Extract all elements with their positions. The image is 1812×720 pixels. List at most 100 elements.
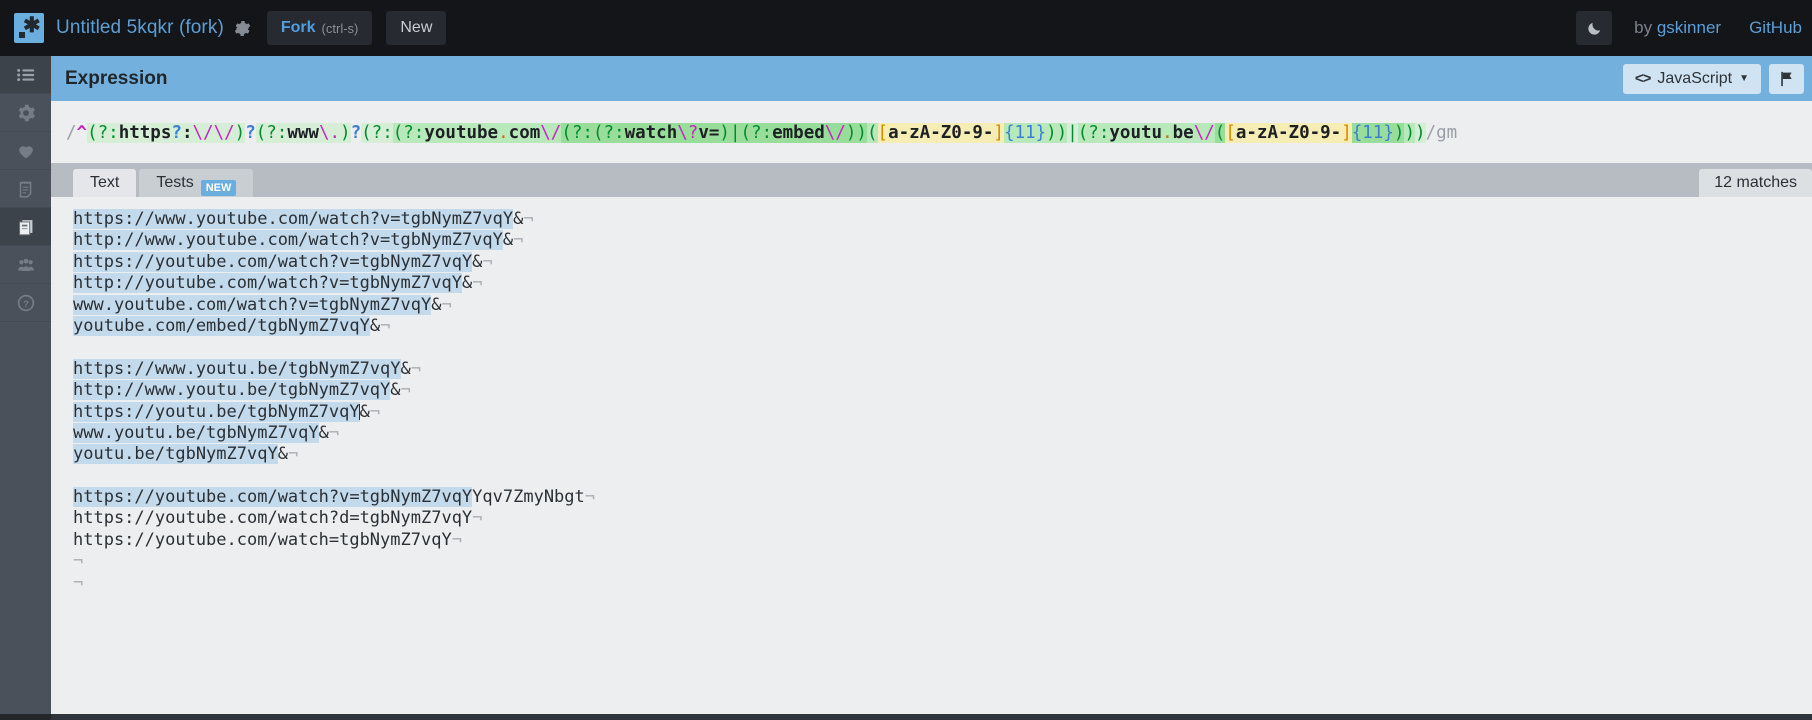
test-text-line[interactable]: http://www.youtu.be/tgbNymZ7vqY&¬: [73, 380, 595, 401]
regex-token-3: https: [118, 123, 172, 143]
unmatched-text: &: [318, 422, 329, 443]
reference-icon: [18, 219, 32, 235]
test-text-line[interactable]: https://youtube.com/watch?d=tgbNymZ7vqY¬: [73, 508, 595, 529]
unmatched-text: Yqv7ZmyNbgt: [472, 487, 585, 508]
sidebar-item-cheatsheet[interactable]: [0, 170, 51, 208]
list-icon: [16, 68, 34, 81]
newline-marker-icon: ¬: [441, 294, 452, 315]
tabs-bar: Text Tests NEW 12 matches: [51, 163, 1812, 197]
regex-token-29: embed: [772, 123, 825, 143]
regex-token-53: ): [1415, 123, 1426, 143]
moon-icon[interactable]: [1576, 11, 1613, 45]
regex-match: https://www.youtube.com/watch?v=tgbNymZ7…: [73, 209, 514, 229]
sidebar-item-favorites[interactable]: [0, 132, 51, 170]
newline-marker-icon: ¬: [523, 209, 534, 229]
match-count-badge: 12 matches: [1699, 169, 1812, 197]
notepad-icon: [19, 181, 31, 198]
unmatched-text: &: [513, 209, 524, 229]
document-title[interactable]: Untitled 5kqkr (fork): [56, 17, 224, 38]
regex-token-27: |: [729, 123, 741, 143]
test-text-line[interactable]: [73, 466, 595, 487]
test-text-line[interactable]: https://www.youtu.be/tgbNymZ7vqY&¬: [73, 358, 595, 380]
regex-token-9: ?: [245, 123, 256, 143]
regex-token-11: www: [287, 123, 319, 143]
unmatched-text: &: [472, 251, 483, 272]
fork-button[interactable]: Fork (ctrl-s): [266, 11, 373, 45]
test-text-line[interactable]: https://youtube.com/watch=tgbNymZ7vqY¬: [73, 530, 595, 551]
regex-token-26: ): [719, 123, 730, 143]
regex-token-7: \/: [213, 123, 235, 143]
byline-author[interactable]: gskinner: [1656, 18, 1722, 37]
byline: by gskinner: [1634, 18, 1721, 38]
newline-marker-icon: ¬: [584, 487, 596, 508]
expression-header-controls: <> JavaScript ▼: [1622, 56, 1812, 101]
regex-pattern-display[interactable]: /^(?:https?:\/\/)?(?:www\.)?(?:(?:youtub…: [66, 121, 1457, 145]
test-text-line[interactable]: www.youtube.com/watch?v=tgbNymZ7vqY&¬: [73, 294, 595, 316]
top-bar-right-group: by gskinner GitHub: [1576, 11, 1812, 45]
test-text-line[interactable]: https://youtube.com/watch?v=tgbNymZ7vqY&…: [73, 251, 595, 273]
help-icon: ?: [17, 294, 34, 311]
regex-token-39: ): [1056, 123, 1068, 143]
regex-match: http://www.youtu.be/tgbNymZ7vqY: [73, 380, 391, 401]
tab-tests[interactable]: Tests NEW: [139, 169, 254, 197]
language-selector[interactable]: <> JavaScript ▼: [1622, 63, 1761, 94]
regex-token-54: /: [1425, 123, 1437, 143]
test-text-line[interactable]: http://www.youtube.com/watch?v=tgbNymZ7v…: [73, 230, 595, 251]
test-text-panel[interactable]: https://www.youtube.com/watch?v=tgbNymZ7…: [51, 197, 1812, 720]
test-text-line[interactable]: ¬: [73, 573, 595, 594]
tab-tests-label: Tests: [156, 174, 194, 191]
regex-token-28: (?:: [740, 123, 773, 143]
regex-token-4: ?: [171, 123, 182, 143]
regex-match: http://www.youtube.com/watch?v=tgbNymZ7v…: [73, 230, 503, 251]
tests-new-badge: NEW: [200, 180, 237, 196]
test-text-line[interactable]: [73, 337, 595, 358]
test-text-line[interactable]: ¬: [73, 551, 595, 572]
github-link[interactable]: GitHub: [1749, 18, 1802, 37]
unmatched-text: https://youtube.com/watch?d=tgbNymZ7vqY: [73, 508, 473, 529]
test-text-line[interactable]: https://www.youtube.com/watch?v=tgbNymZ7…: [73, 209, 595, 230]
expression-editor[interactable]: /^(?:https?:\/\/)?(?:www\.)?(?:(?:youtub…: [51, 101, 1812, 163]
flags-button[interactable]: [1769, 63, 1804, 94]
sidebar-item-samples[interactable]: [0, 56, 51, 94]
unmatched-text: https://youtube.com/watch=tgbNymZ7vqY: [73, 529, 452, 550]
regex-match: https://youtube.com/watch?v=tgbNymZ7vqY: [73, 487, 473, 508]
unmatched-text: &: [369, 315, 381, 336]
newline-marker-icon: ¬: [400, 380, 411, 401]
newline-marker-icon: ¬: [513, 230, 524, 251]
unmatched-text: &: [390, 380, 401, 401]
regex-match: www.youtu.be/tgbNymZ7vqY: [73, 422, 319, 443]
regex-token-40: |: [1067, 123, 1078, 143]
test-text-line[interactable]: www.youtu.be/tgbNymZ7vqY&¬: [73, 422, 595, 444]
test-text-line[interactable]: youtube.com/embed/tgbNymZ7vqY&¬: [73, 315, 595, 337]
new-button-label: New: [400, 19, 433, 36]
test-text-line[interactable]: https://youtu.be/tgbNymZ7vqY&¬: [73, 401, 595, 423]
tab-text[interactable]: Text: [73, 169, 137, 197]
test-text-line[interactable]: https://youtube.com/watch?v=tgbNymZ7vqYY…: [73, 487, 595, 508]
fork-button-shortcut: (ctrl-s): [321, 20, 359, 36]
regex-token-13: ): [340, 123, 351, 143]
sidebar-item-settings[interactable]: [0, 94, 51, 132]
regex-match: https://youtu.be/tgbNymZ7vqY: [73, 401, 360, 422]
community-icon: [17, 258, 34, 271]
test-text-content[interactable]: https://www.youtube.com/watch?v=tgbNymZ7…: [73, 209, 595, 594]
regex-token-49: ]: [1341, 123, 1352, 143]
sidebar-item-reference[interactable]: [0, 208, 51, 246]
left-rail: ?: [0, 56, 51, 720]
newline-marker-icon: ¬: [328, 422, 340, 443]
sidebar-item-community[interactable]: [0, 246, 51, 284]
test-text-line[interactable]: youtu.be/tgbNymZ7vqY&¬: [73, 444, 595, 465]
regex-token-5: :: [181, 123, 193, 143]
sidebar-item-help[interactable]: ?: [0, 284, 51, 322]
gear-icon[interactable]: [233, 18, 253, 38]
regexr-logo-icon[interactable]: ✱: [14, 13, 44, 43]
expression-title: Expression: [65, 67, 168, 89]
new-button[interactable]: New: [386, 11, 447, 45]
regex-token-2: (?:: [87, 123, 119, 143]
regex-token-36: ]: [993, 123, 1004, 143]
main-panel: Expression <> JavaScript ▼ /^(?:https?:\…: [51, 56, 1812, 720]
test-text-line[interactable]: http://youtube.com/watch?v=tgbNymZ7vqY&¬: [73, 273, 595, 294]
regex-token-38: ): [1046, 123, 1057, 143]
regex-match: https://youtube.com/watch?v=tgbNymZ7vqY: [73, 251, 473, 272]
newline-marker-icon: ¬: [410, 358, 422, 379]
regex-token-24: \?: [677, 123, 699, 143]
